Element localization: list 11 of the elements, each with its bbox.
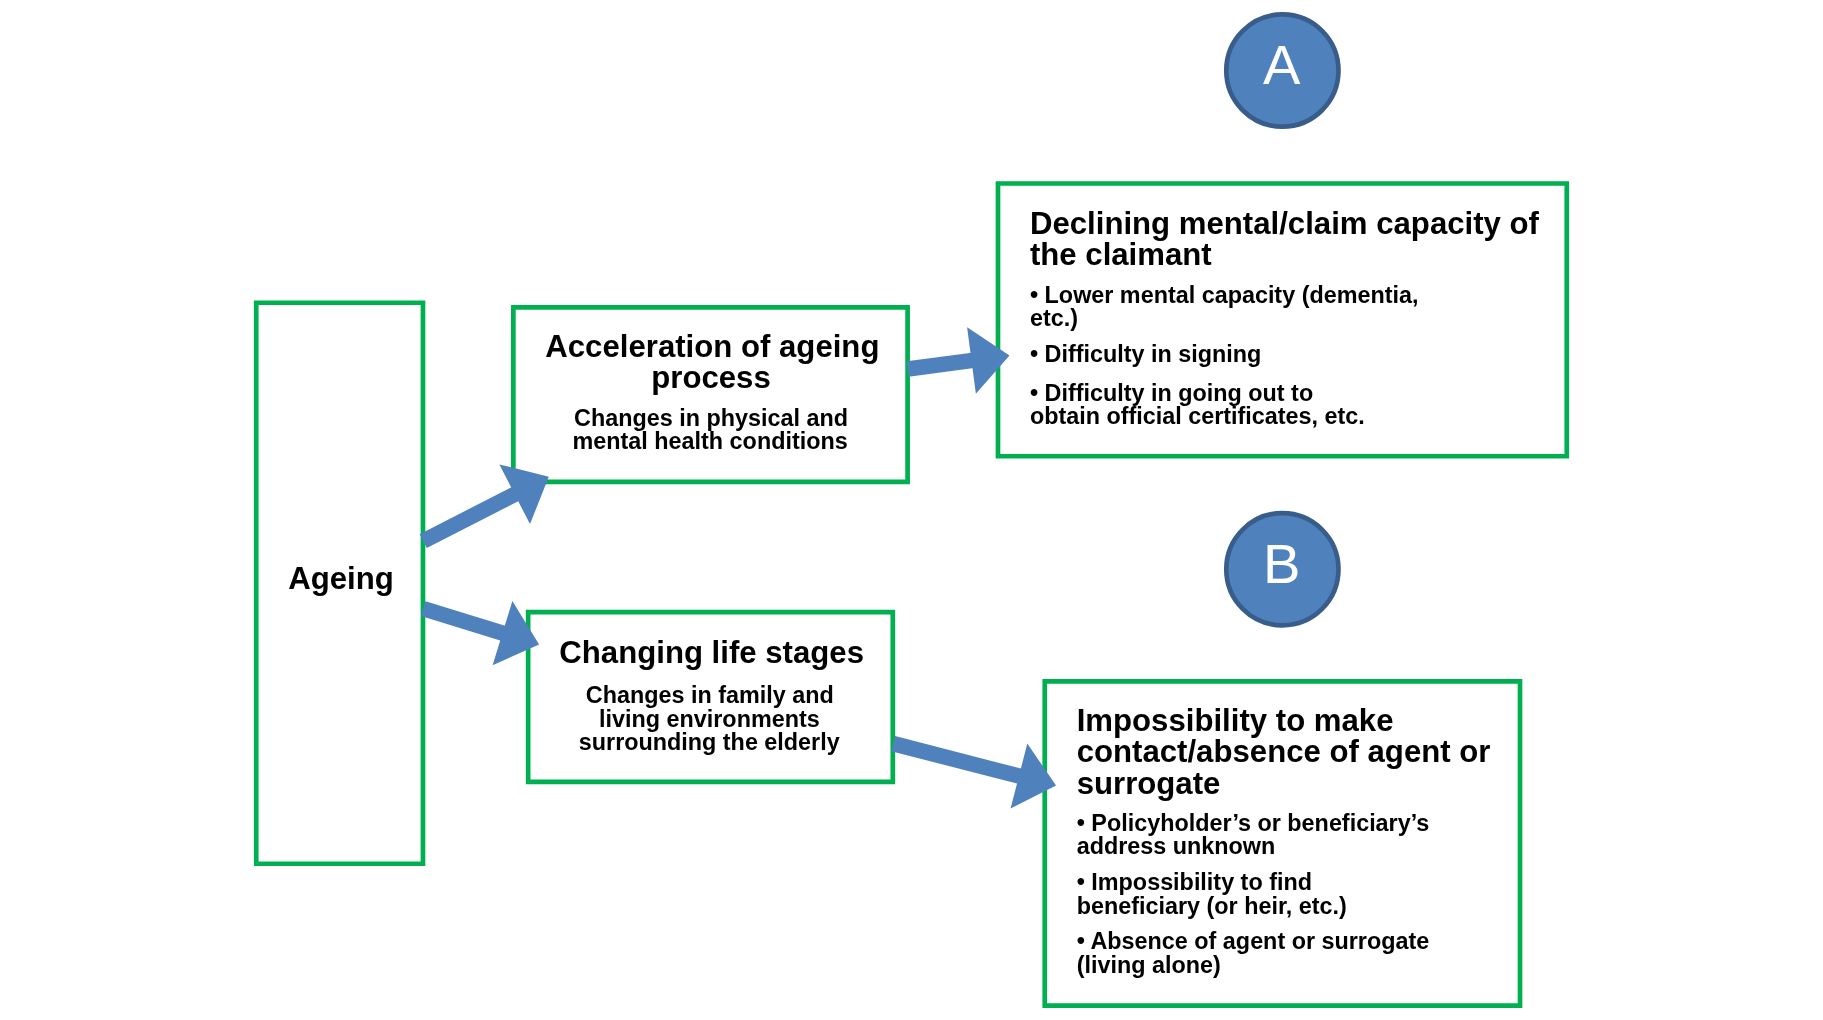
node-box: Acceleration of ageing process Changes in physical and mental health conditions xyxy=(511,305,910,485)
node-box: Ageing xyxy=(253,300,426,867)
node-box: Declining mental/claim capacity of the claimant • Lower mental capacity (dementia, etc.) • Difficulty in signing • Difficulty in going out to obtain official certificates, etc. xyxy=(995,181,1570,459)
arrow xyxy=(891,736,1057,809)
node-circle: A xyxy=(1223,12,1341,129)
arrow xyxy=(420,601,540,666)
arrow xyxy=(906,327,1010,394)
node-circle: B xyxy=(1223,510,1341,628)
node-box: Impossibility to make contact/absence of agent or surrogate • Policyholder’s or beneficiary’s address unknown • Impossibility to find beneficiary (or heir, etc.) • Absence of agent or surrogate (living alone) xyxy=(1042,679,1523,1008)
node-box: Changing life stages Changes in family and living environments surrounding the elderly xyxy=(525,609,896,785)
arrow xyxy=(419,464,549,549)
